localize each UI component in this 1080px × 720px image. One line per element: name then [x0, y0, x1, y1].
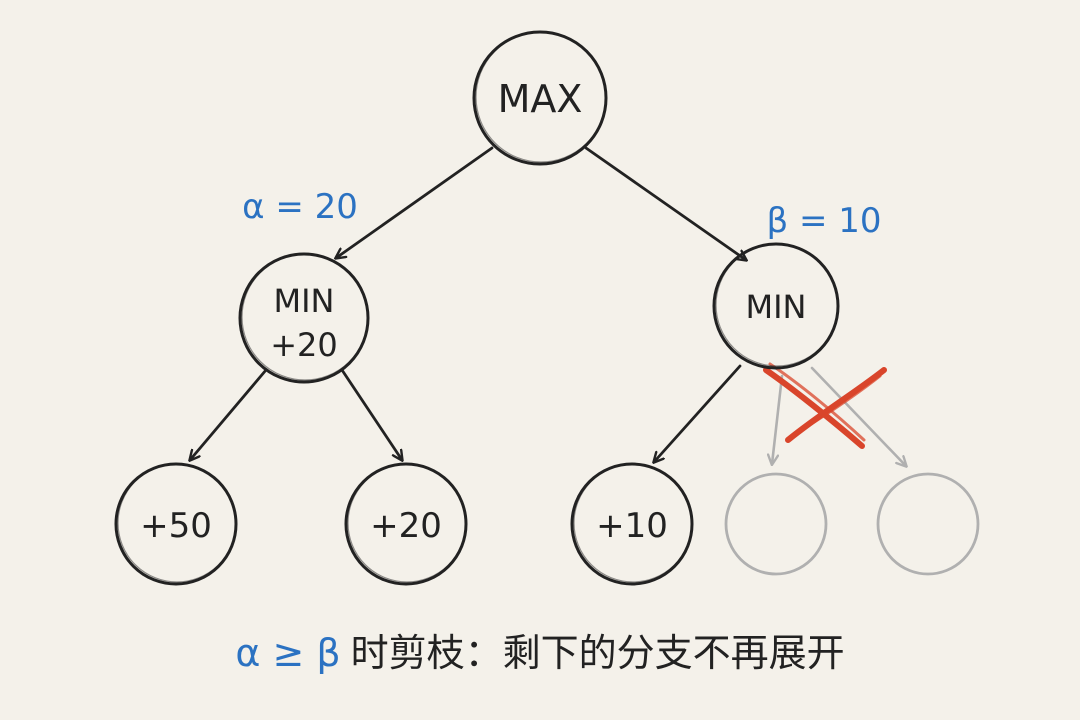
edge-pruned-1 — [772, 374, 784, 464]
node-min-left-label: MIN — [274, 282, 335, 320]
node-pruned-2 — [876, 472, 980, 576]
node-leaf-1-value: +50 — [140, 506, 212, 546]
edge-pruned-2 — [810, 366, 906, 466]
node-root-max: MAX — [472, 30, 608, 166]
caption-beta: β — [316, 631, 341, 675]
edge-min-left-to-leaf-1 — [190, 368, 268, 460]
node-pruned-1 — [724, 472, 828, 576]
edge-min-left-to-leaf-2 — [340, 368, 402, 460]
caption-relation: ≥ — [272, 631, 305, 675]
caption-text: 时剪枝：剩下的分支不再展开 — [350, 631, 845, 675]
beta-annotation: β = 10 — [766, 201, 881, 241]
alpha-annotation: α = 20 — [242, 187, 358, 227]
node-min-left: MIN +20 — [238, 252, 370, 384]
node-leaf-1: +50 — [114, 462, 238, 586]
node-min-right-label: MIN — [746, 288, 807, 326]
edge-root-to-min-right — [584, 146, 746, 260]
prune-cross-icon — [763, 362, 887, 449]
node-min-right: MIN — [712, 242, 840, 370]
node-leaf-3: +10 — [570, 462, 694, 586]
caption-alpha: α — [235, 631, 261, 675]
node-leaf-2-value: +20 — [370, 506, 442, 546]
edge-root-to-min-left — [336, 146, 494, 258]
edge-min-right-to-leaf-3 — [654, 364, 742, 462]
node-min-left-value: +20 — [270, 326, 338, 364]
node-root-label: MAX — [498, 77, 583, 121]
node-leaf-2: +20 — [344, 462, 468, 586]
node-leaf-3-value: +10 — [596, 506, 668, 546]
